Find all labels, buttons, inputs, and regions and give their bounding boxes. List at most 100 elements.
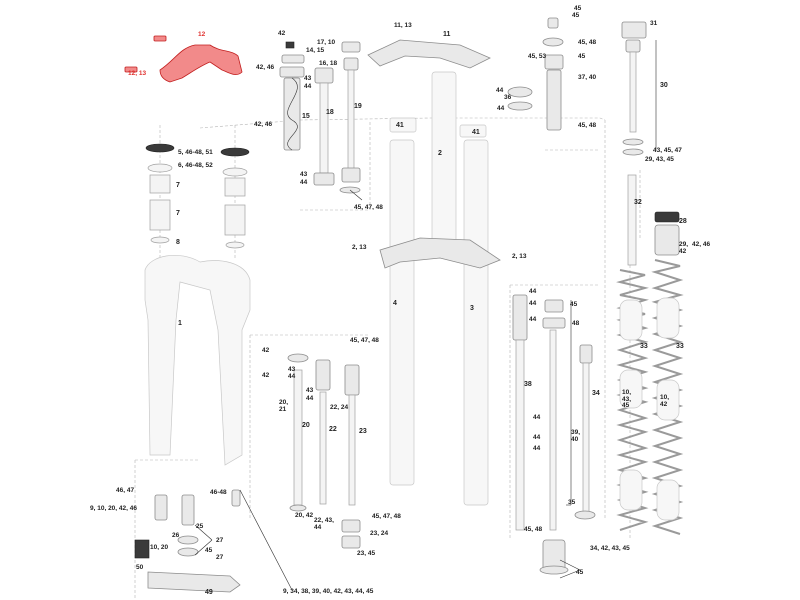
callout-45-d: 45 [570, 301, 578, 308]
callout-11-13: 11, 13 [394, 22, 412, 29]
callout-42-46: 42, 46 [256, 64, 275, 71]
callout-32: 32 [634, 199, 642, 206]
callout-45-a: 45 [574, 5, 582, 12]
callout-34-42-43-45: 34, 42, 43, 45 [590, 545, 630, 552]
callout-44-g: 44 [529, 316, 537, 323]
callout-42-46-b: 42, 46 [254, 121, 273, 128]
damper-cartridge-top [279, 41, 361, 194]
callout-31: 31 [650, 20, 658, 27]
callout-42-c: 42 [262, 372, 270, 379]
callout-42: 42 [278, 30, 286, 37]
callout-36: 36 [504, 94, 512, 101]
leader-lines [194, 40, 657, 591]
callout-6: 6, 46-48, 52 [178, 162, 213, 169]
callout-10-42: 10, 42 [660, 394, 670, 408]
callout-43-b: 43 [300, 171, 308, 178]
callout-20: 20 [302, 422, 310, 429]
callout-22-24: 22, 24 [330, 404, 349, 411]
callout-3: 3 [470, 305, 474, 312]
crown-red-part [124, 35, 243, 83]
callout-44-d: 44 [497, 105, 505, 112]
callout-5: 5, 46-48, 51 [178, 149, 213, 156]
callout-4: 4 [393, 300, 397, 307]
guide-lines [134, 117, 641, 600]
callout-11: 11 [443, 31, 451, 38]
callout-15: 15 [302, 113, 310, 120]
callout-43-c: 43 [288, 366, 296, 373]
callout-10-20: 10, 20 [150, 544, 169, 551]
callout-30: 30 [660, 82, 668, 89]
callout-2-13-b: 2, 13 [512, 253, 527, 260]
upper-right-assembly [507, 17, 647, 266]
callout-44-k: 44 [288, 373, 296, 380]
callout-44-i: 44 [533, 434, 541, 441]
springs [616, 211, 684, 535]
callout-10-43-45: 10, 43, 45 [622, 389, 632, 409]
callout-43: 43 [304, 75, 312, 82]
callout-7-a: 7 [176, 182, 180, 189]
callout-20-42: 20, 42 [295, 512, 314, 519]
callout-35: 35 [568, 499, 576, 506]
callout-28: 28 [679, 218, 687, 225]
callout-46-47: 46, 47 [116, 487, 135, 494]
callout-17-10: 17, 10 [317, 39, 336, 46]
callout-42-46-c: 42, 46 [692, 241, 711, 248]
callout-22-43-44: 22, 43, 44 [314, 517, 334, 531]
callout-12: 12 [198, 31, 206, 38]
callout-41-a: 41 [396, 122, 404, 129]
callout-44-f: 44 [529, 300, 537, 307]
callout-18: 18 [326, 109, 334, 116]
callout-43-45-47: 43, 45, 47 [653, 147, 682, 154]
callout-29-42: 29, 42 [679, 241, 689, 255]
callout-23-24: 23, 24 [370, 530, 389, 537]
callout-16-18: 16, 18 [319, 60, 338, 67]
callout-9-34: 9, 34, 38, 39, 40, 42, 43, 44, 45 [283, 588, 374, 595]
callout-34: 34 [592, 390, 600, 397]
callout-45-47-48-b: 45, 47, 48 [350, 337, 379, 344]
upper-brace [367, 39, 501, 506]
callout-14-15: 14, 15 [306, 47, 325, 54]
callout-39-40: 39, 40 [571, 429, 581, 443]
callout-25: 25 [196, 523, 204, 530]
callout-48: 48 [572, 320, 580, 327]
callout-27-b: 27 [216, 554, 224, 561]
callout-44-b: 44 [300, 179, 308, 186]
callout-33-a: 33 [640, 343, 648, 350]
callout-42-b: 42 [262, 347, 270, 354]
callout-44-j: 44 [533, 445, 541, 452]
callout-44-e: 44 [529, 288, 537, 295]
callout-8: 8 [176, 239, 180, 246]
callout-45-48-b: 45, 48 [578, 122, 597, 129]
lower-right-damper [512, 294, 596, 575]
callout-20-21: 20, 21 [279, 399, 289, 413]
callout-45-47-48-c: 45, 47, 48 [372, 513, 401, 520]
lower-leg [144, 143, 251, 466]
callout-2-13-a: 2, 13 [352, 244, 367, 251]
callout-45-e: 45 [576, 569, 584, 576]
callout-45-47-48: 45, 47, 48 [354, 204, 383, 211]
callout-45-c: 45 [578, 53, 586, 60]
lower-cartridges [287, 353, 361, 549]
callout-46-48: 46-48 [210, 489, 227, 496]
callout-44: 44 [304, 83, 312, 90]
callout-45-f: 45 [205, 547, 213, 554]
callout-33-b: 33 [676, 343, 684, 350]
callout-41-b: 41 [472, 129, 480, 136]
callout-7-b: 7 [176, 210, 180, 217]
callout-37-40: 37, 40 [578, 74, 597, 81]
callout-19: 19 [354, 103, 362, 110]
callout-38: 38 [524, 381, 532, 388]
callout-22: 22 [329, 426, 337, 433]
callout-43-d: 43 [306, 387, 314, 394]
callout-23: 23 [359, 428, 367, 435]
callout-2: 2 [438, 150, 442, 157]
callout-49: 49 [205, 589, 213, 596]
callout-9-10: 9, 10, 20, 42, 46 [90, 505, 137, 512]
callout-23-45: 23, 45 [357, 550, 376, 557]
callout-45-b: 45 [572, 12, 580, 19]
callout-45-48: 45, 48 [578, 39, 597, 46]
callout-26: 26 [172, 532, 180, 539]
callout-29-43-45: 29, 43, 45 [645, 156, 674, 163]
callout-1: 1 [178, 320, 182, 327]
